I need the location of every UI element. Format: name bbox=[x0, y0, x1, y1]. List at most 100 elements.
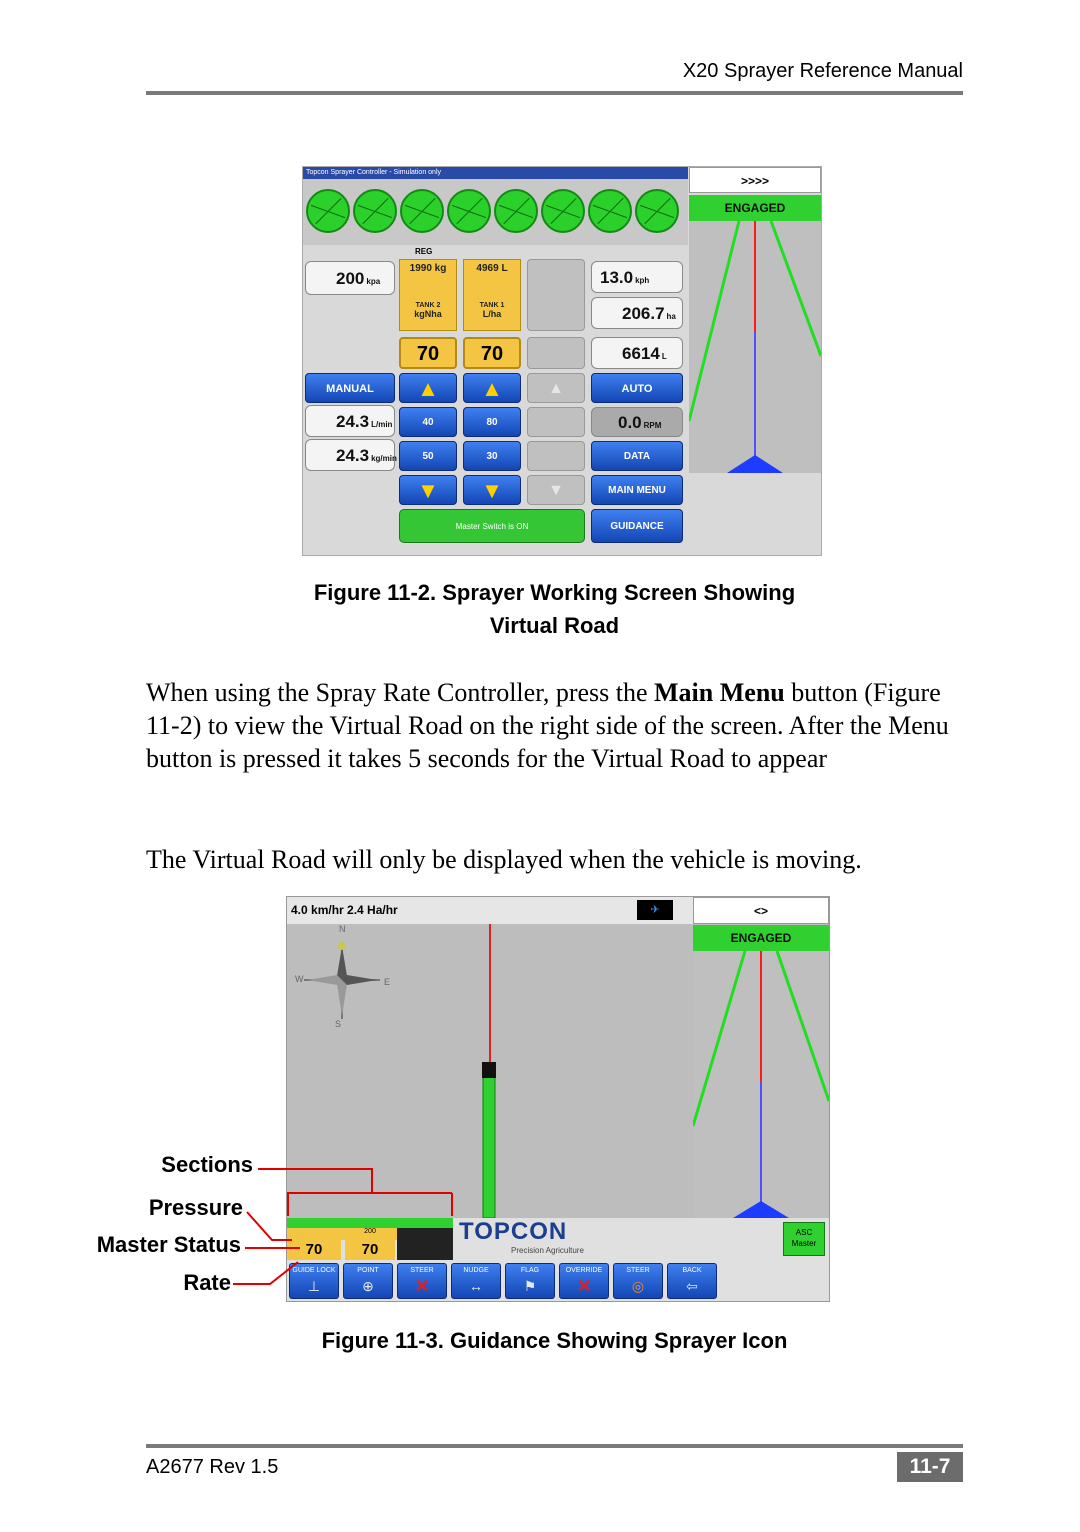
point-button[interactable]: POINT ⊕ bbox=[343, 1263, 393, 1299]
flag-button[interactable]: FLAG⚑ bbox=[505, 1263, 555, 1299]
figure-caption-11-3: Figure 11-3. Guidance Showing Sprayer Ic… bbox=[321, 1328, 788, 1353]
tank2-rate[interactable]: 70 bbox=[399, 337, 457, 369]
flag-icon: ⚑ bbox=[523, 1278, 537, 1294]
callout-master-status: Master Status bbox=[96, 1232, 241, 1257]
tank2-step-down-button[interactable]: 50 bbox=[399, 441, 457, 471]
topcon-logo-icon: ✈ bbox=[637, 900, 673, 920]
road-direction-arrows: <> bbox=[693, 897, 829, 924]
nudge-button[interactable]: NUDGE ↔ bbox=[451, 1263, 501, 1299]
flow2-unit: kg/min bbox=[371, 454, 397, 463]
speed-unit: kph bbox=[635, 276, 650, 285]
guide-lock-button[interactable]: GUIDE LOCK⊥ bbox=[289, 1263, 339, 1299]
button-label: STEER bbox=[626, 1267, 650, 1274]
tank-small-value: 200 bbox=[364, 1228, 376, 1235]
tank-header: REG bbox=[415, 247, 433, 256]
button-label: OVERRIDE bbox=[565, 1267, 603, 1274]
override-button[interactable]: OVERRIDE✕ bbox=[559, 1263, 609, 1299]
auto-button[interactable]: AUTO bbox=[591, 373, 683, 403]
callout-rate: Rate bbox=[183, 1270, 231, 1295]
area-value: 206.7 bbox=[622, 304, 665, 323]
volume-unit: L bbox=[661, 352, 667, 361]
guidance-button[interactable]: GUIDANCE bbox=[591, 509, 683, 543]
topcon-logo-subtitle: Precision Agriculture bbox=[511, 1246, 584, 1255]
nozzle-sections bbox=[303, 179, 688, 245]
tank2-increase-icon[interactable]: ▲ bbox=[399, 373, 457, 403]
paragraph-text: When using the Spray Rate Controller, pr… bbox=[146, 678, 655, 707]
section-nozzle-icon[interactable] bbox=[494, 189, 538, 233]
tank1-increase-icon[interactable]: ▲ bbox=[463, 373, 521, 403]
back-button[interactable]: BACK⇦ bbox=[667, 1263, 717, 1299]
tank2-amount: 1990 kg bbox=[409, 263, 447, 274]
paragraph-bold-term: Main Menu bbox=[654, 678, 785, 707]
pressure-bar bbox=[287, 1228, 397, 1240]
guidance-screen: 4.0 km/hr 2.4 Ha/hr ✈ <> ENGAGED N W E S bbox=[286, 896, 830, 1302]
asc-master-button[interactable]: ASC Master bbox=[783, 1222, 825, 1256]
empty-tank-slot bbox=[527, 259, 585, 331]
tank2-step-up-button[interactable]: 40 bbox=[399, 407, 457, 437]
tank1-amount: 4969 L bbox=[476, 263, 508, 274]
tank1-step-down-button[interactable]: 30 bbox=[463, 441, 521, 471]
tank2-panel: 1990 kg TANK 2 kgNha bbox=[399, 259, 457, 331]
topcon-brand: TOPCON Precision Agriculture bbox=[459, 1218, 609, 1260]
button-label: POINT bbox=[357, 1267, 379, 1274]
tank1-decrease-icon[interactable]: ▼ bbox=[463, 475, 521, 505]
compass-east-label: E bbox=[384, 977, 391, 987]
rate-right-value[interactable]: 70 bbox=[345, 1240, 395, 1260]
tank1-step-up-button[interactable]: 80 bbox=[463, 407, 521, 437]
compass-south-label: S bbox=[335, 1019, 342, 1029]
running-header: X20 Sprayer Reference Manual bbox=[682, 60, 963, 82]
data-button[interactable]: DATA bbox=[591, 441, 683, 471]
callout-sections: Sections bbox=[161, 1152, 253, 1177]
section-status-bar bbox=[287, 1218, 453, 1228]
flow1-value: 24.3 bbox=[336, 412, 370, 431]
speed-value: 13.0 bbox=[600, 268, 634, 287]
rpm-unit: RPM bbox=[643, 421, 662, 430]
paragraph-main-menu: When using the Spray Rate Controller, pr… bbox=[146, 676, 963, 775]
empty-step-slot bbox=[527, 441, 585, 471]
compass-north-label: N bbox=[339, 924, 346, 934]
button-label: GUIDE LOCK bbox=[292, 1267, 336, 1274]
manual-button[interactable]: MANUAL bbox=[305, 373, 395, 403]
virtual-road-graphic bbox=[693, 951, 829, 1218]
sprayer-working-screen: Topcon Sprayer Controller - Simulation o… bbox=[302, 166, 822, 556]
button-label: NUDGE bbox=[463, 1267, 489, 1274]
pressure-value: 200 bbox=[336, 269, 365, 288]
screen-title-bar: Topcon Sprayer Controller - Simulation o… bbox=[303, 167, 688, 179]
back-arrow-icon: ⇦ bbox=[686, 1278, 698, 1294]
topcon-logo-text: TOPCON bbox=[459, 1218, 568, 1245]
section-nozzle-icon[interactable] bbox=[306, 189, 350, 233]
tank1-rate[interactable]: 70 bbox=[463, 337, 521, 369]
section-nozzle-icon[interactable] bbox=[635, 189, 679, 233]
section-nozzle-icon[interactable] bbox=[447, 189, 491, 233]
main-menu-button[interactable]: MAIN MENU bbox=[591, 475, 683, 505]
road-direction-arrows: >>>> bbox=[689, 167, 821, 193]
rate-left-value[interactable]: 70 bbox=[287, 1240, 341, 1260]
guidance-map: N W E S bbox=[287, 924, 692, 1219]
guidance-status-text: 4.0 km/hr 2.4 Ha/hr bbox=[291, 903, 398, 917]
steer-mode-button[interactable]: STEER ◎ bbox=[613, 1263, 663, 1299]
steer-off-icon: ✕ bbox=[414, 1276, 430, 1296]
tank2-decrease-icon[interactable]: ▼ bbox=[399, 475, 457, 505]
section-nozzle-icon[interactable] bbox=[400, 189, 444, 233]
tank2-label: TANK 2 bbox=[415, 302, 441, 309]
section-nozzle-icon[interactable] bbox=[541, 189, 585, 233]
nudge-arrows-icon: ↔ bbox=[469, 1278, 483, 1294]
button-label: STEER bbox=[410, 1267, 434, 1274]
header-rule bbox=[146, 91, 963, 95]
area-unit: ha bbox=[666, 312, 676, 321]
pressure-unit: kpa bbox=[366, 277, 381, 286]
rpm-value: 0.0 bbox=[618, 413, 642, 432]
flow1-unit: L/min bbox=[371, 420, 393, 429]
crosshair-icon: ⊕ bbox=[362, 1278, 374, 1294]
master-switch-button[interactable]: Master Switch is ON bbox=[399, 509, 585, 543]
steer-mode-icon: ◎ bbox=[631, 1278, 645, 1294]
section-nozzle-icon[interactable] bbox=[588, 189, 632, 233]
paragraph-virtual-road: The Virtual Road will only be displayed … bbox=[146, 845, 862, 874]
section-nozzle-icon[interactable] bbox=[353, 189, 397, 233]
steer-button[interactable]: STEER ✕ bbox=[397, 1263, 447, 1299]
guidance-status-bar: 4.0 km/hr 2.4 Ha/hr bbox=[287, 897, 693, 924]
volume-value: 6614 bbox=[622, 344, 660, 363]
